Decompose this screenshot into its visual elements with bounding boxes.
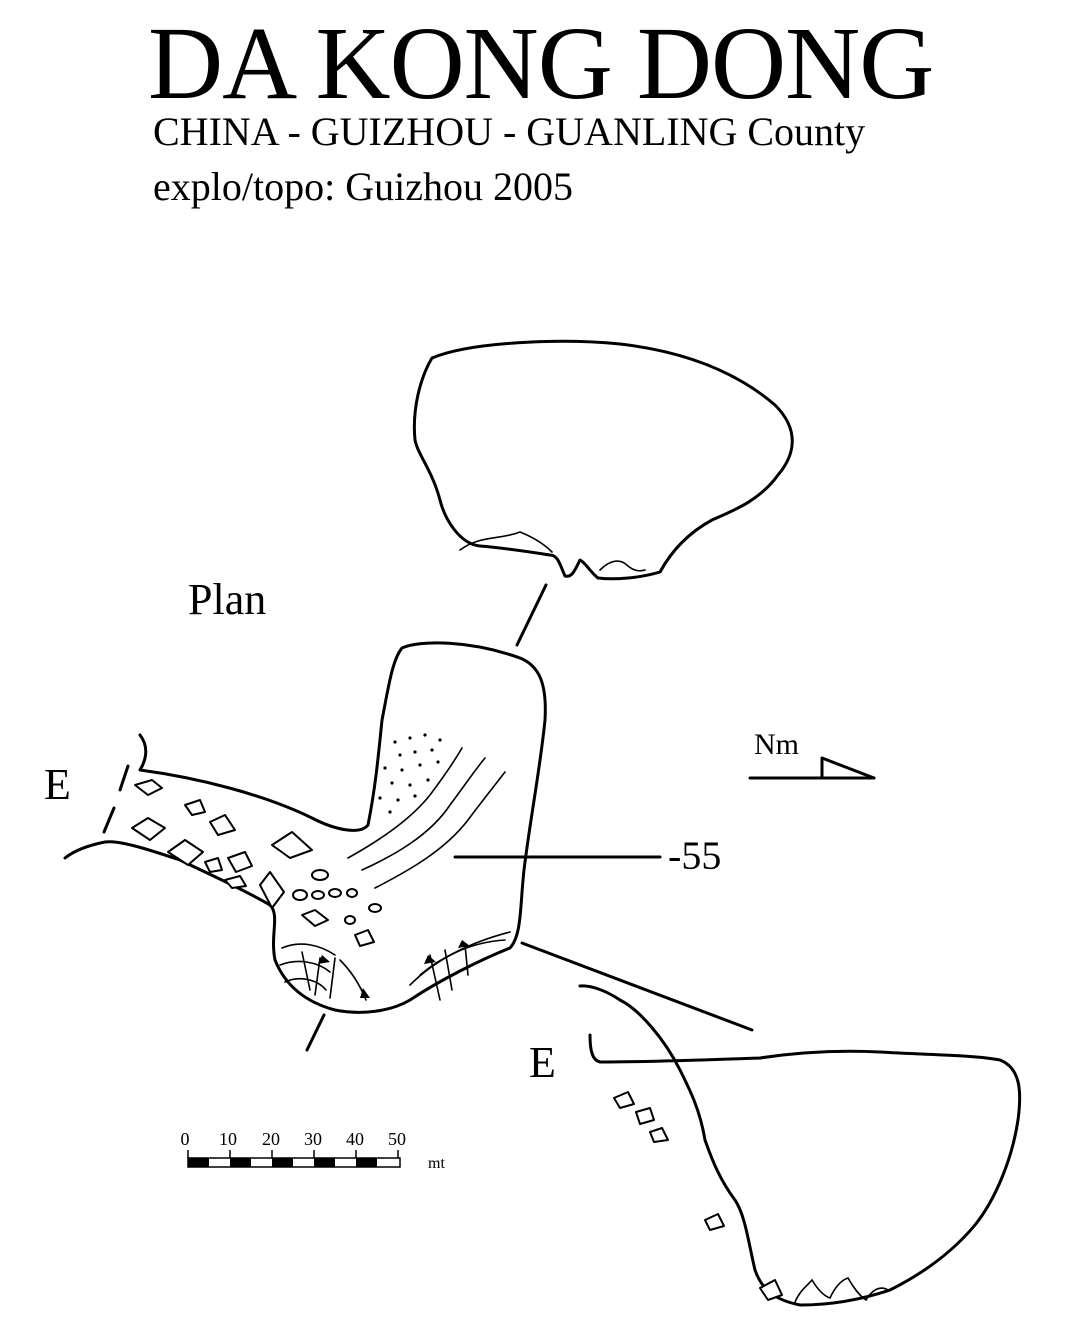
scale-tick-40: 40 — [346, 1129, 364, 1149]
lower-chamber-details — [279, 931, 511, 1001]
leader-line-lower — [520, 941, 754, 1032]
entrance-label-plan: E — [44, 760, 71, 809]
north-arrow: Nm — [748, 728, 876, 780]
sediment-dots — [378, 733, 442, 814]
survey-credits: explo/topo: Guizhou 2005 — [153, 164, 573, 209]
lower-section-breakdown — [613, 1091, 783, 1301]
entrance-label-section: E — [529, 1038, 556, 1087]
scale-tick-10: 10 — [219, 1129, 237, 1149]
plan-entrance-dash — [102, 764, 130, 834]
scale-tick-50: 50 — [388, 1129, 406, 1149]
upper-cross-section — [412, 339, 794, 581]
scale-tick-20: 20 — [262, 1129, 280, 1149]
location-subtitle: CHINA - GUIZHOU - GUANLING County — [153, 109, 866, 154]
leader-line-south — [305, 1013, 326, 1052]
slope-contours — [347, 747, 506, 889]
north-arrow-label: Nm — [754, 728, 799, 761]
scale-bar: 0 10 20 30 40 50 mt — [181, 1129, 446, 1172]
scale-tick-0: 0 — [181, 1129, 190, 1149]
lower-section-floor-detail — [794, 1277, 889, 1303]
flow-arrowheads — [318, 940, 470, 998]
leader-line-upper — [515, 583, 548, 647]
scale-unit: mt — [428, 1155, 445, 1172]
boulder-field — [131, 779, 382, 947]
scale-tick-30: 30 — [304, 1129, 322, 1149]
map-title: DA KONG DONG — [148, 6, 934, 121]
plan-label: Plan — [188, 575, 266, 624]
lower-cross-section — [578, 984, 1022, 1307]
upper-section-floor-detail — [459, 531, 646, 572]
depth-label: -55 — [668, 833, 721, 878]
cave-plan-outline — [63, 641, 547, 1014]
